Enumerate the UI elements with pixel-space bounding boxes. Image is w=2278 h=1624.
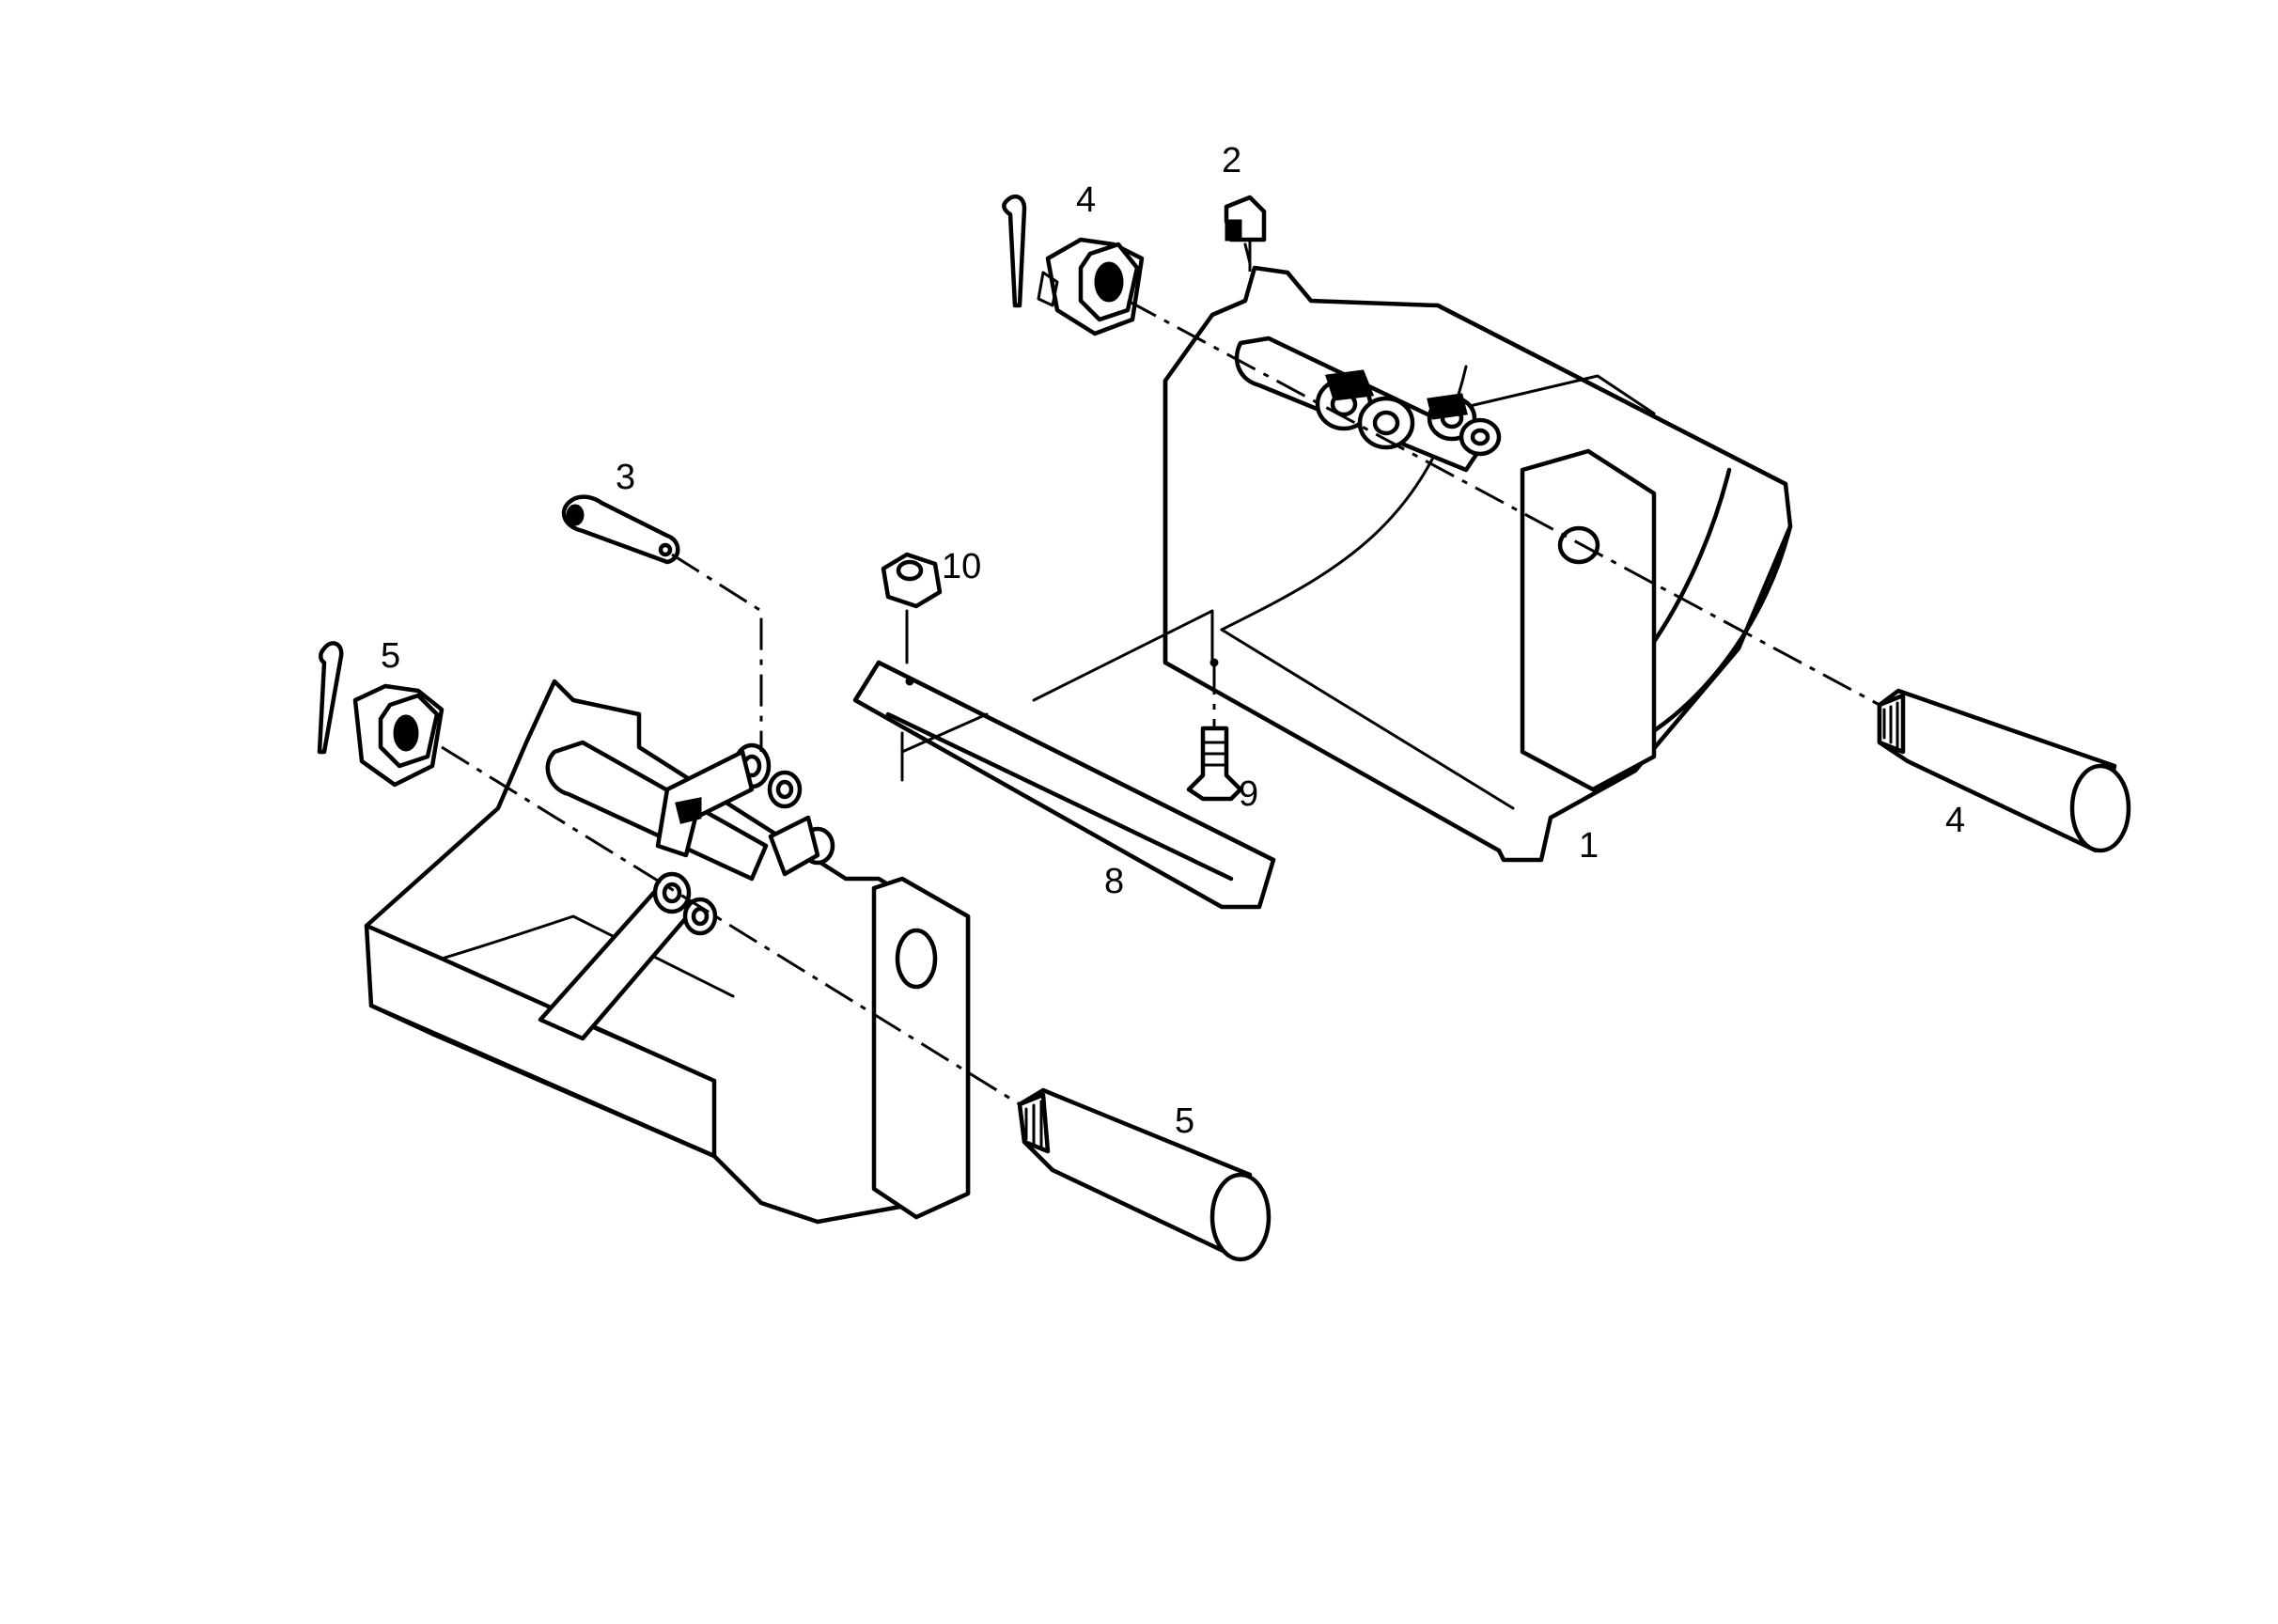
bucket-small <box>364 679 971 1225</box>
bolt <box>1186 726 1243 802</box>
bucket-pin-large <box>1877 688 2131 853</box>
castle-nut-upper <box>1002 194 1145 336</box>
label-part-1: 1 <box>1579 826 1599 866</box>
small-bucket-lugs <box>652 742 835 936</box>
label-part-9: 9 <box>1239 774 1258 814</box>
cutting-edge-blade <box>852 660 1276 910</box>
label-part-8: 8 <box>1104 862 1124 901</box>
label-part-3: 3 <box>616 458 635 497</box>
centerline-link-pin <box>671 553 763 752</box>
label-part-5-nut: 5 <box>381 636 400 676</box>
hex-nut <box>881 552 943 664</box>
linkage-lugs <box>1315 369 1502 457</box>
castle-nut-lower <box>317 641 445 788</box>
label-part-2: 2 <box>1222 141 1241 180</box>
blade-projection-lines <box>900 609 1214 754</box>
label-part-5-pin: 5 <box>1175 1101 1194 1141</box>
bucket-large <box>1162 265 1793 863</box>
label-part-4-nut: 4 <box>1076 180 1096 220</box>
centerline-upper <box>1127 299 1880 707</box>
centerline-lower <box>441 745 1021 1106</box>
label-part-10: 10 <box>942 547 981 586</box>
link-pin <box>561 494 680 565</box>
bucket-pin-small <box>1017 1087 1272 1262</box>
wedge-clip <box>1224 195 1267 265</box>
label-part-4-pin: 4 <box>1945 801 1965 840</box>
